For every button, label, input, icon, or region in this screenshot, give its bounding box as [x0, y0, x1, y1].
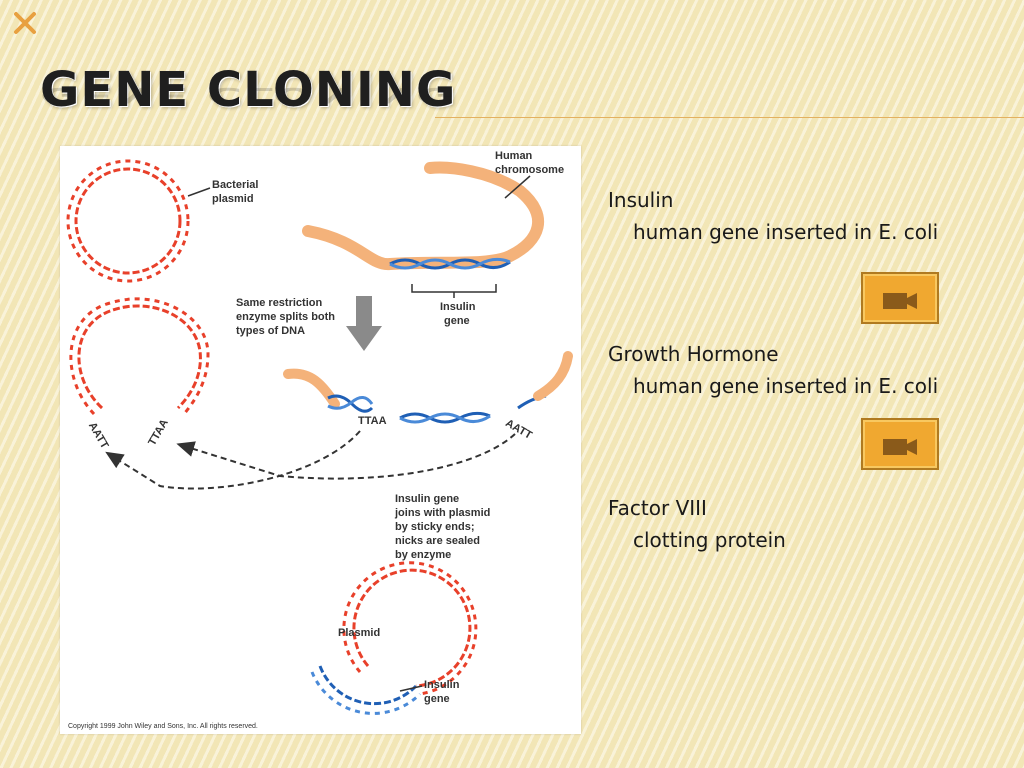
slide-title-reflection: GENE CLONING	[40, 82, 457, 108]
video-camera-icon	[883, 439, 917, 455]
bullet-sub-factor-viii: clotting protein	[633, 528, 786, 552]
sticky-end-left-aatt: AATT	[86, 420, 111, 451]
bullet-title-growth-hormone: Growth Hormone	[608, 342, 779, 366]
gene-cloning-diagram: Bacterial plasmid Human chromosome Insul…	[60, 146, 581, 734]
sticky-end-left-ttaa: TTAA	[146, 417, 171, 448]
human-chromosome	[302, 161, 545, 271]
bullet-title-insulin: Insulin	[608, 188, 674, 212]
sticky-end-right-ttaa: TTAA	[358, 415, 387, 427]
bacterial-plasmid-circle	[66, 159, 190, 283]
copyright-note: Copyright 1999 John Wiley and Sons, Inc.…	[68, 723, 258, 730]
dashed-arrow-right	[176, 433, 516, 480]
bullet-sub-insulin: human gene inserted in E. coli	[633, 220, 939, 244]
slide-title: GENE CLONING	[40, 62, 457, 118]
label-human-chromosome: Human chromosome	[495, 150, 564, 176]
label-insulin-gene-bottom: Insulin gene	[424, 679, 463, 705]
corner-x-mark-icon	[14, 12, 36, 34]
bullet-title-factor-viii: Factor VIII	[608, 496, 707, 520]
label-bacterial-plasmid: Bacterial plasmid	[212, 179, 262, 205]
insulin-video-button[interactable]	[861, 272, 939, 324]
cut-human-dna	[283, 351, 573, 424]
diagram-svg: Bacterial plasmid Human chromosome Insul…	[66, 150, 573, 730]
label-restriction-enzyme: Same restriction enzyme splits both type…	[236, 297, 338, 337]
label-plasmid: Plasmid	[338, 627, 380, 639]
recombinant-plasmid	[310, 561, 478, 715]
sticky-end-right-aatt: AATT	[503, 417, 534, 442]
cut-plasmid	[69, 297, 210, 416]
bullet-sub-growth-hormone: human gene inserted in E. coli	[633, 374, 939, 398]
label-insulin-gene-top: Insulin gene	[440, 301, 479, 327]
growth-hormone-video-button[interactable]	[861, 418, 939, 470]
dashed-arrow-left	[105, 430, 361, 490]
label-joins-sticky-ends: Insulin gene joins with plasmid by stick…	[394, 493, 493, 561]
title-divider	[435, 117, 1024, 118]
video-camera-icon	[883, 293, 917, 309]
down-arrow-icon	[346, 296, 382, 351]
